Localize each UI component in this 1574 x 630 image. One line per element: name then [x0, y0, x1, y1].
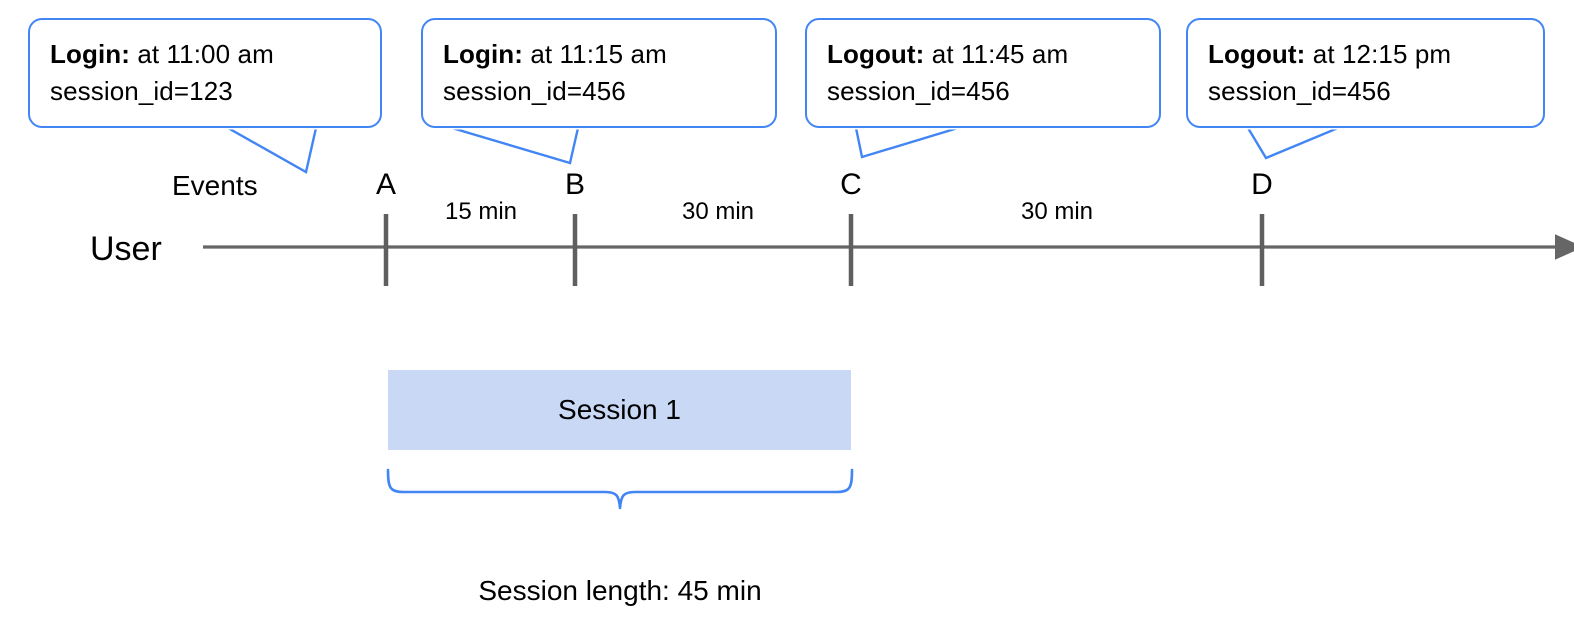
callout-d-line1: Logout: at 12:15 pm: [1208, 36, 1523, 73]
callout-a-line1: Login: at 11:00 am: [50, 36, 360, 73]
callout-d-label: Logout:: [1208, 39, 1306, 69]
callout-bubble-b[interactable]: Login: at 11:15 am session_id=456: [421, 18, 777, 128]
callout-tail-a: [227, 126, 318, 174]
events-lane-label: Events: [172, 170, 258, 201]
callout-bubble-c[interactable]: Logout: at 11:45 am session_id=456: [805, 18, 1161, 128]
callout-b-time: at 11:15 am: [523, 39, 667, 69]
interval-label-ab: 15 min: [444, 198, 518, 225]
callout-tail-b: [451, 126, 580, 165]
callout-a-time: at 11:00 am: [130, 39, 274, 69]
callout-tail-d: [1246, 126, 1339, 160]
callout-c-label: Logout:: [827, 39, 925, 69]
callout-c-time: at 11:45 am: [924, 39, 1069, 69]
callout-tail-c: [854, 126, 959, 159]
tick-label-b: B: [564, 168, 585, 201]
session-length-caption: Session length: 45 min: [478, 575, 762, 606]
callout-d-line2: session_id=456: [1208, 76, 1391, 106]
interval-label-bc: 30 min: [681, 198, 755, 225]
tick-label-a: A: [375, 168, 396, 201]
callout-b-line2: session_id=456: [443, 76, 626, 106]
session-bar[interactable]: Session 1: [388, 370, 851, 450]
callout-a-label: Login:: [50, 39, 131, 69]
callout-bubble-d[interactable]: Logout: at 12:15 pm session_id=456: [1186, 18, 1545, 128]
callout-d-time: at 12:15 pm: [1305, 39, 1452, 69]
callout-b-line1: Login: at 11:15 am: [443, 36, 755, 73]
callout-a-line2: session_id=123: [50, 76, 233, 106]
callout-c-line1: Logout: at 11:45 am: [827, 36, 1139, 73]
tick-label-d: D: [1251, 168, 1273, 201]
callout-b-label: Login:: [443, 39, 524, 69]
user-lane-label: User: [90, 230, 162, 268]
interval-label-cd: 30 min: [1020, 198, 1094, 225]
tick-label-c: C: [840, 168, 862, 201]
callout-bubble-a[interactable]: Login: at 11:00 am session_id=123: [28, 18, 382, 128]
session-bar-label: Session 1: [558, 394, 681, 425]
callout-c-line2: session_id=456: [827, 76, 1010, 106]
session-brace: [386, 468, 854, 510]
